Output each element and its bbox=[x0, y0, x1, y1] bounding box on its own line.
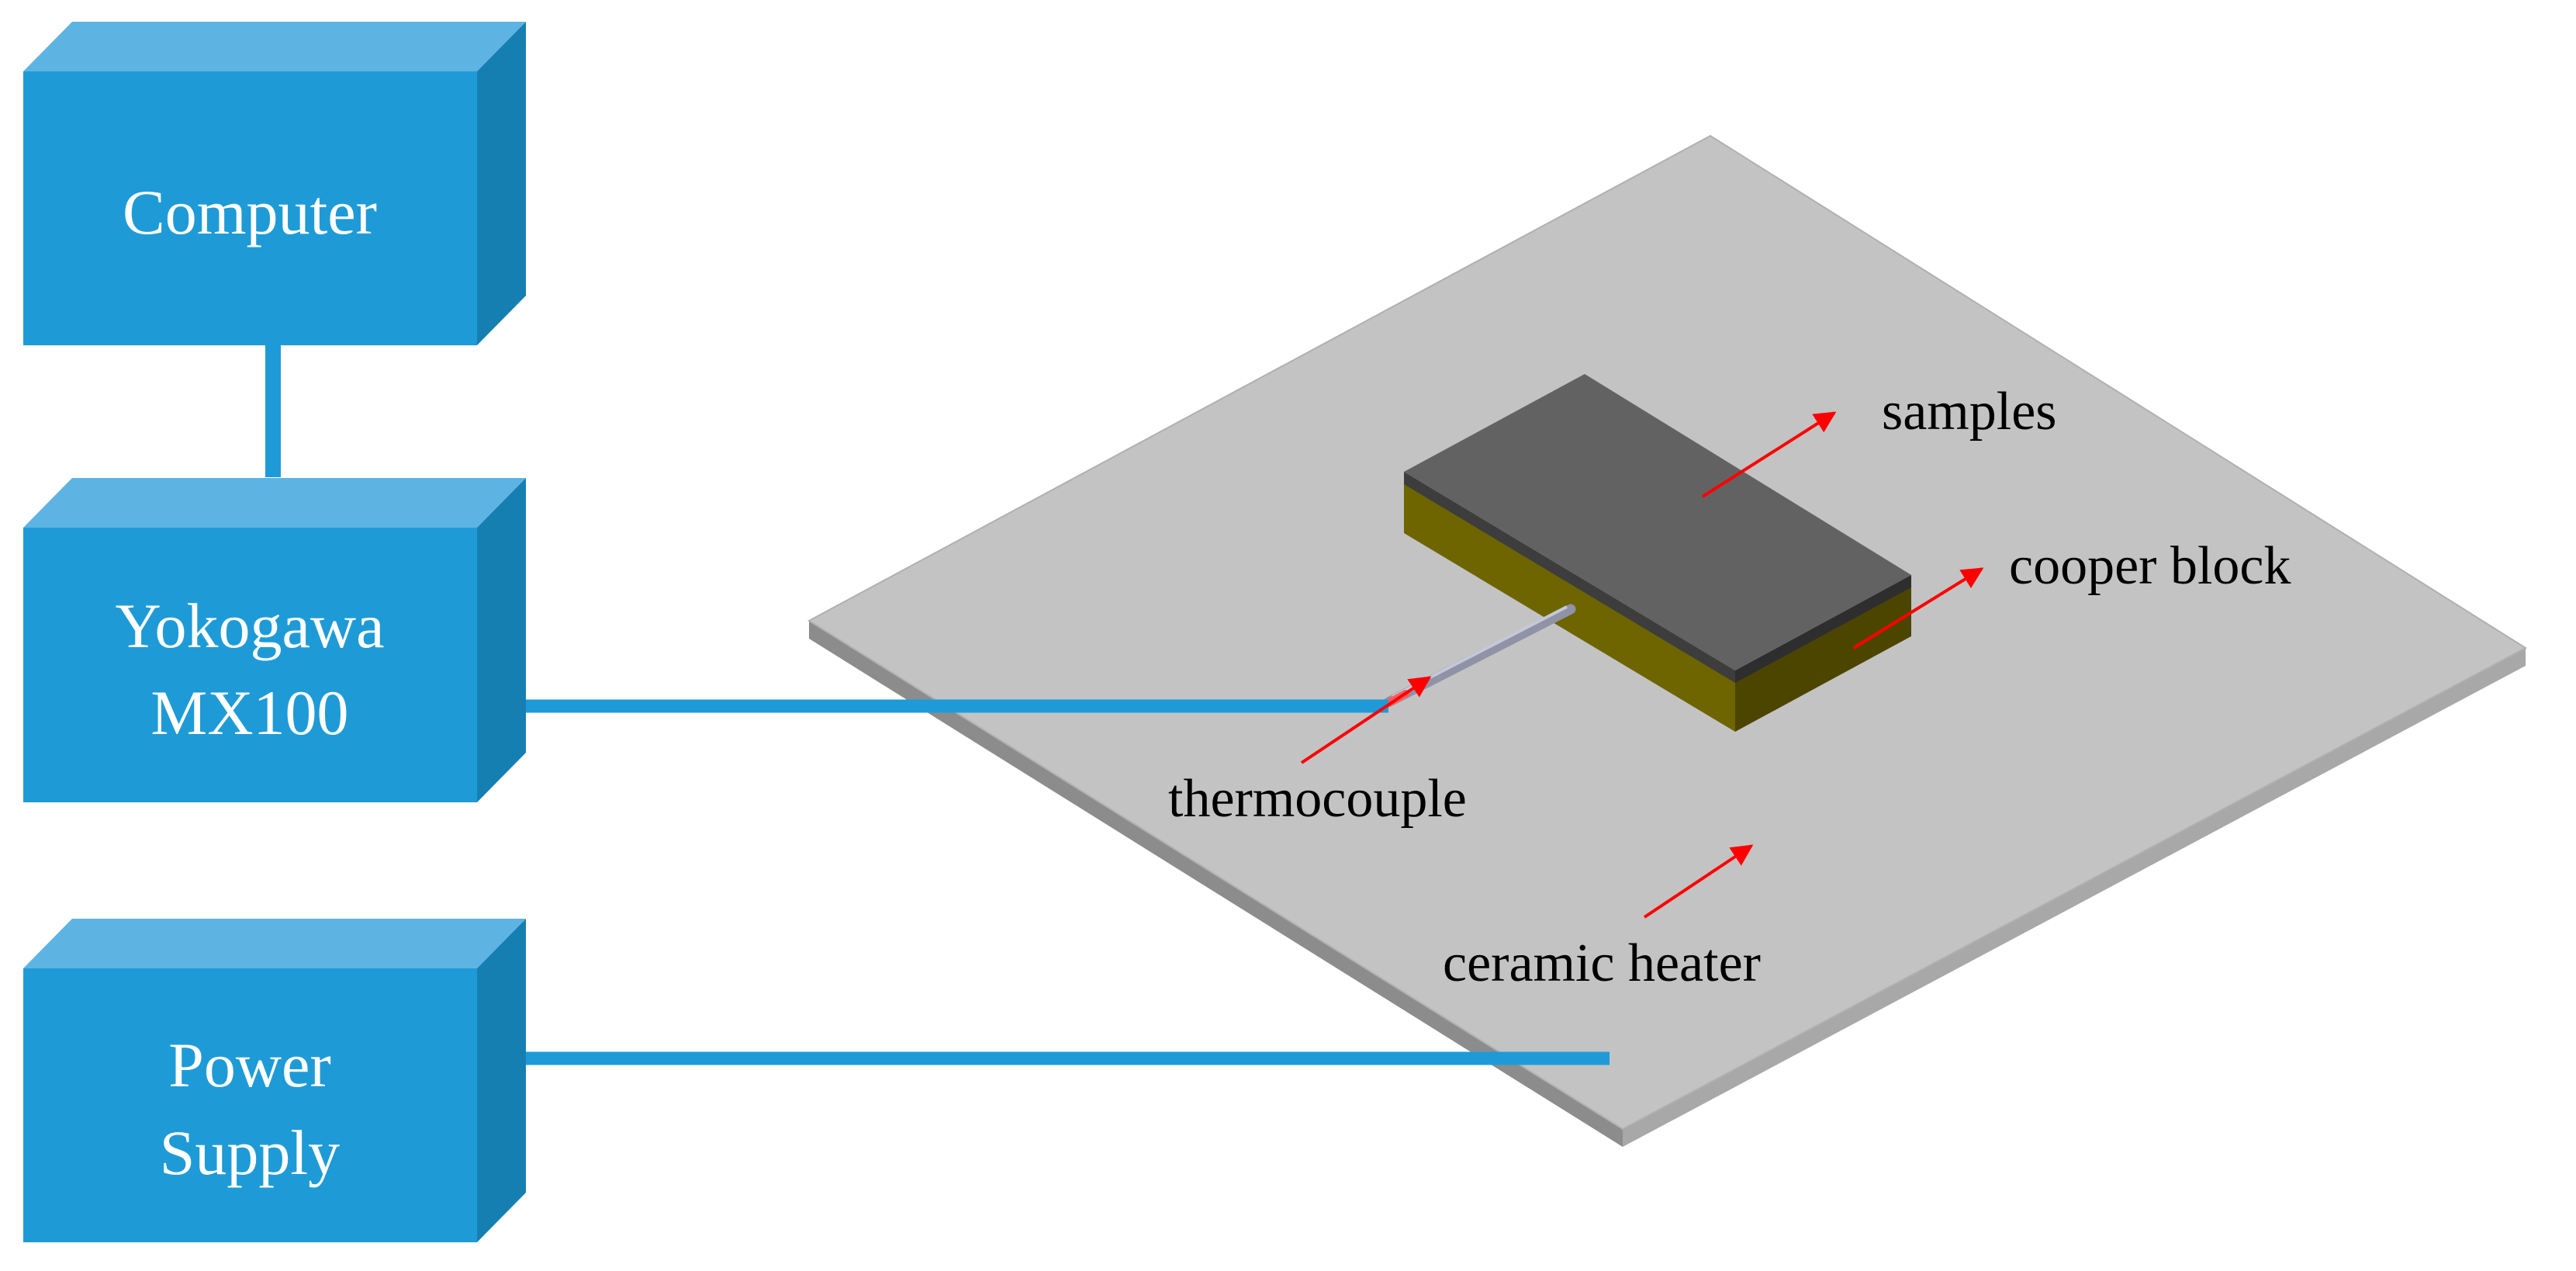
thermocouple-label: thermocouple bbox=[1168, 769, 1467, 829]
yokogawa-box-top bbox=[23, 478, 526, 528]
callout-arrows bbox=[1300, 411, 1984, 919]
computer-box-side bbox=[477, 22, 526, 345]
yokogawa-box-front bbox=[23, 528, 477, 802]
yokogawa-box: Yokogawa MX100 bbox=[23, 478, 526, 802]
ceramic-heater-label: ceramic heater bbox=[1443, 933, 1761, 993]
power-supply-label-line2: Supply bbox=[160, 1117, 340, 1188]
samples-arrow bbox=[1701, 411, 1837, 498]
copper-block-label: cooper block bbox=[2009, 536, 2291, 596]
computer-box-front bbox=[23, 71, 477, 345]
power-supply-box-side bbox=[477, 919, 526, 1242]
sample-front-face bbox=[1404, 472, 1735, 683]
wires bbox=[265, 341, 1610, 1065]
sample-top-face bbox=[1404, 374, 1911, 670]
computer-label: Computer bbox=[123, 177, 377, 248]
computer-box-top bbox=[23, 22, 526, 71]
sample-side-face bbox=[1735, 575, 1911, 683]
power-supply-box: Power Supply bbox=[23, 919, 526, 1242]
copper-block-arrow bbox=[1852, 567, 1984, 649]
samples-label: samples bbox=[1882, 382, 2057, 442]
power-supply-box-top bbox=[23, 919, 526, 968]
yokogawa-label-line2: MX100 bbox=[150, 677, 348, 748]
yokogawa-label-line1: Yokogawa bbox=[115, 590, 384, 661]
yokogawa-box-side bbox=[477, 478, 526, 802]
heater-plate-side-right bbox=[1623, 648, 2526, 1147]
thermocouple-arrow bbox=[1300, 676, 1432, 764]
copper-block-side bbox=[1735, 586, 1911, 732]
heater-arrow bbox=[1643, 844, 1754, 919]
sample-stack bbox=[1404, 374, 1911, 683]
computer-box: Computer bbox=[23, 22, 526, 345]
power-supply-label-line1: Power bbox=[168, 1030, 331, 1100]
heater-plate-side-left bbox=[809, 621, 1623, 1147]
power-supply-box-front bbox=[23, 968, 477, 1242]
